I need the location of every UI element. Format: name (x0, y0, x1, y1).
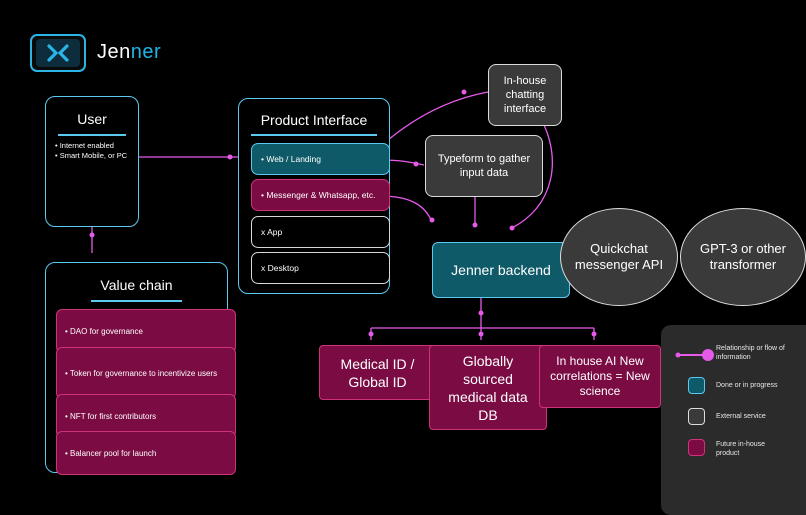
user-bullet: • Internet enabled (55, 141, 114, 150)
legend-done-swatch (688, 377, 705, 394)
chatting-interface-box: In-house chatting interface (488, 64, 562, 126)
brand-name: Jenner (97, 41, 161, 64)
relationship-line-icon (675, 349, 714, 361)
user-bullets: • Internet enabled • Smart Mobile, or PC (55, 141, 127, 161)
legend-external-label: External service (716, 413, 766, 420)
product-interface-title: Product Interface (260, 112, 368, 128)
user-panel-divider (58, 134, 126, 136)
future-medical-id: Medical ID / Global ID (319, 345, 436, 400)
legend-external-swatch (688, 408, 705, 425)
typeform-box: Typeform to gather input data (425, 135, 543, 197)
future-inhouse-ai: In house AI New correlations = New scien… (539, 345, 661, 408)
interface-item-web: • Web / Landing (251, 143, 390, 175)
legend-panel: Relationship or flow of information Done… (661, 325, 806, 515)
value-chain-title: Value chain (100, 277, 173, 293)
value-chain-item-balancer: • Balancer pool for launch (56, 431, 236, 475)
x-logo-icon (47, 44, 69, 62)
connector-lines (89, 89, 678, 340)
value-chain-item-dao: • DAO for governance (56, 309, 236, 353)
jenner-logo (30, 34, 86, 72)
interface-item-desktop: x Desktop (251, 252, 390, 284)
value-chain-panel: Value chain • DAO for governance • Token… (45, 262, 236, 475)
product-interface-divider (251, 134, 377, 136)
link-chatting-backend (511, 124, 554, 229)
interface-item-app: x App (251, 216, 390, 248)
future-medical-db: Globally sourced medical data DB (429, 345, 547, 430)
user-panel-title: User (77, 111, 107, 127)
user-bullet: • Smart Mobile, or PC (55, 151, 128, 160)
value-chain-divider (91, 300, 182, 302)
jenner-backend-box: Jenner backend (432, 242, 570, 298)
value-chain-item-token: • Token for governance to incentivize us… (56, 347, 236, 399)
gpt3-circle: GPT-3 or other transformer (680, 208, 806, 306)
legend-relationship-label: Relationship or flow of information (716, 345, 785, 361)
legend-future-label: Future in-house product (716, 441, 766, 457)
legend-future-swatch (688, 439, 705, 456)
value-chain-item-nft: • NFT for first contributors (56, 394, 236, 438)
brand-name-suffix: ner (130, 41, 162, 63)
link-web-chatting (379, 91, 489, 148)
quickchat-circle: Quickchat messenger API (560, 208, 678, 306)
brand-name-prefix: Jen (97, 41, 131, 63)
legend-done-label: Done or in progress (716, 382, 778, 389)
interface-item-messenger: • Messenger & Whatsapp, etc. (251, 179, 390, 211)
product-interface-panel: Product Interface • Web / Landing • Mess… (238, 98, 390, 294)
user-panel: User • Internet enabled • Smart Mobile, … (45, 96, 139, 227)
